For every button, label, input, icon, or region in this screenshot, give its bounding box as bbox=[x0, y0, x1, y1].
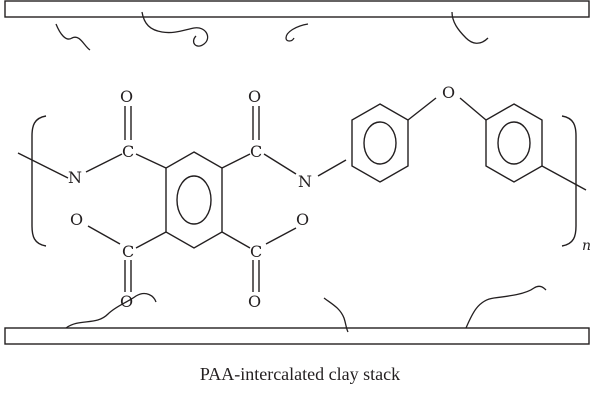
atom-c-bottom-right: C bbox=[250, 242, 262, 261]
atom-o-top-right: O bbox=[248, 87, 261, 106]
polymer-bonds bbox=[17, 97, 587, 292]
atom-o-bottom-left: O bbox=[120, 292, 133, 311]
atom-o-mid-right: O bbox=[296, 210, 309, 229]
atom-c-bottom-left: C bbox=[122, 242, 134, 261]
atom-labels: N O C O C O O C N O C O O n bbox=[68, 83, 591, 311]
atom-c-top-left: C bbox=[122, 142, 134, 161]
atom-o-ether: O bbox=[442, 83, 455, 102]
top-clay-layer bbox=[4, 0, 590, 18]
atom-n-right: N bbox=[298, 172, 312, 191]
figure-caption: PAA-intercalated clay stack bbox=[199, 364, 401, 384]
right-bracket bbox=[561, 115, 577, 247]
atom-n-left: N bbox=[68, 168, 82, 187]
left-bracket bbox=[31, 115, 47, 247]
atom-o-mid-left: O bbox=[70, 210, 83, 229]
top-polymer-chains bbox=[55, 11, 489, 51]
atom-o-bottom-right: O bbox=[248, 292, 261, 311]
bottom-clay-layer bbox=[4, 327, 590, 345]
atom-o-top-left: O bbox=[120, 87, 133, 106]
bottom-polymer-chains bbox=[65, 285, 547, 333]
atom-c-top-right: C bbox=[250, 142, 262, 161]
repeat-subscript: n bbox=[582, 238, 591, 254]
